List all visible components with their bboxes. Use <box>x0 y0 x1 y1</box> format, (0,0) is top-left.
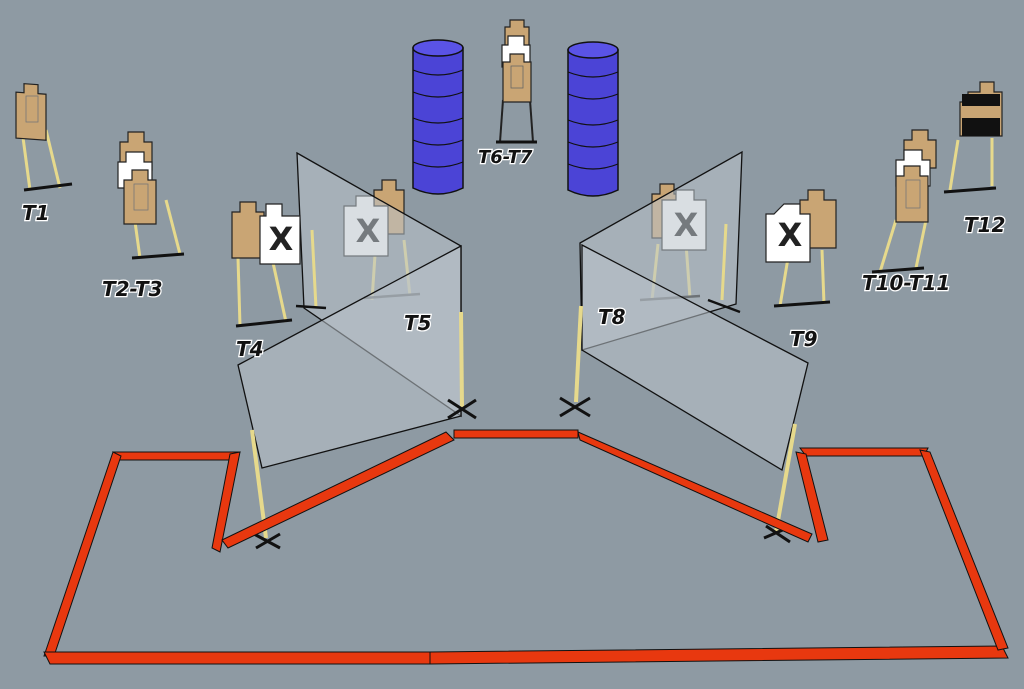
noshoot-mark-t9: X <box>778 216 803 254</box>
label-t10-t11: T10-T11 <box>862 271 950 295</box>
wall-left <box>237 151 477 550</box>
label-t4: T4 <box>236 337 264 361</box>
target-t10-t11 <box>871 129 937 274</box>
label-t1: T1 <box>22 201 50 225</box>
target-t12 <box>943 81 1003 194</box>
target-t9: X <box>765 189 837 308</box>
target-t2-t3 <box>117 131 185 260</box>
label-t2-t3: T2-T3 <box>102 277 162 301</box>
wall-right <box>559 150 809 544</box>
label-t9: T9 <box>790 327 818 351</box>
noshoot-mark-t4: X <box>269 220 294 258</box>
label-t5: T5 <box>404 311 432 335</box>
target-t6-t7 <box>496 19 537 144</box>
fault-lines <box>43 429 1009 665</box>
barrel-stack-left <box>412 39 464 195</box>
label-t12: T12 <box>964 213 1005 237</box>
target-t1 <box>15 83 73 192</box>
label-t8: T8 <box>598 305 626 329</box>
label-t6-t7: T6-T7 <box>478 147 533 168</box>
barrel-stack-right <box>567 41 619 197</box>
target-t4: X <box>231 201 301 328</box>
